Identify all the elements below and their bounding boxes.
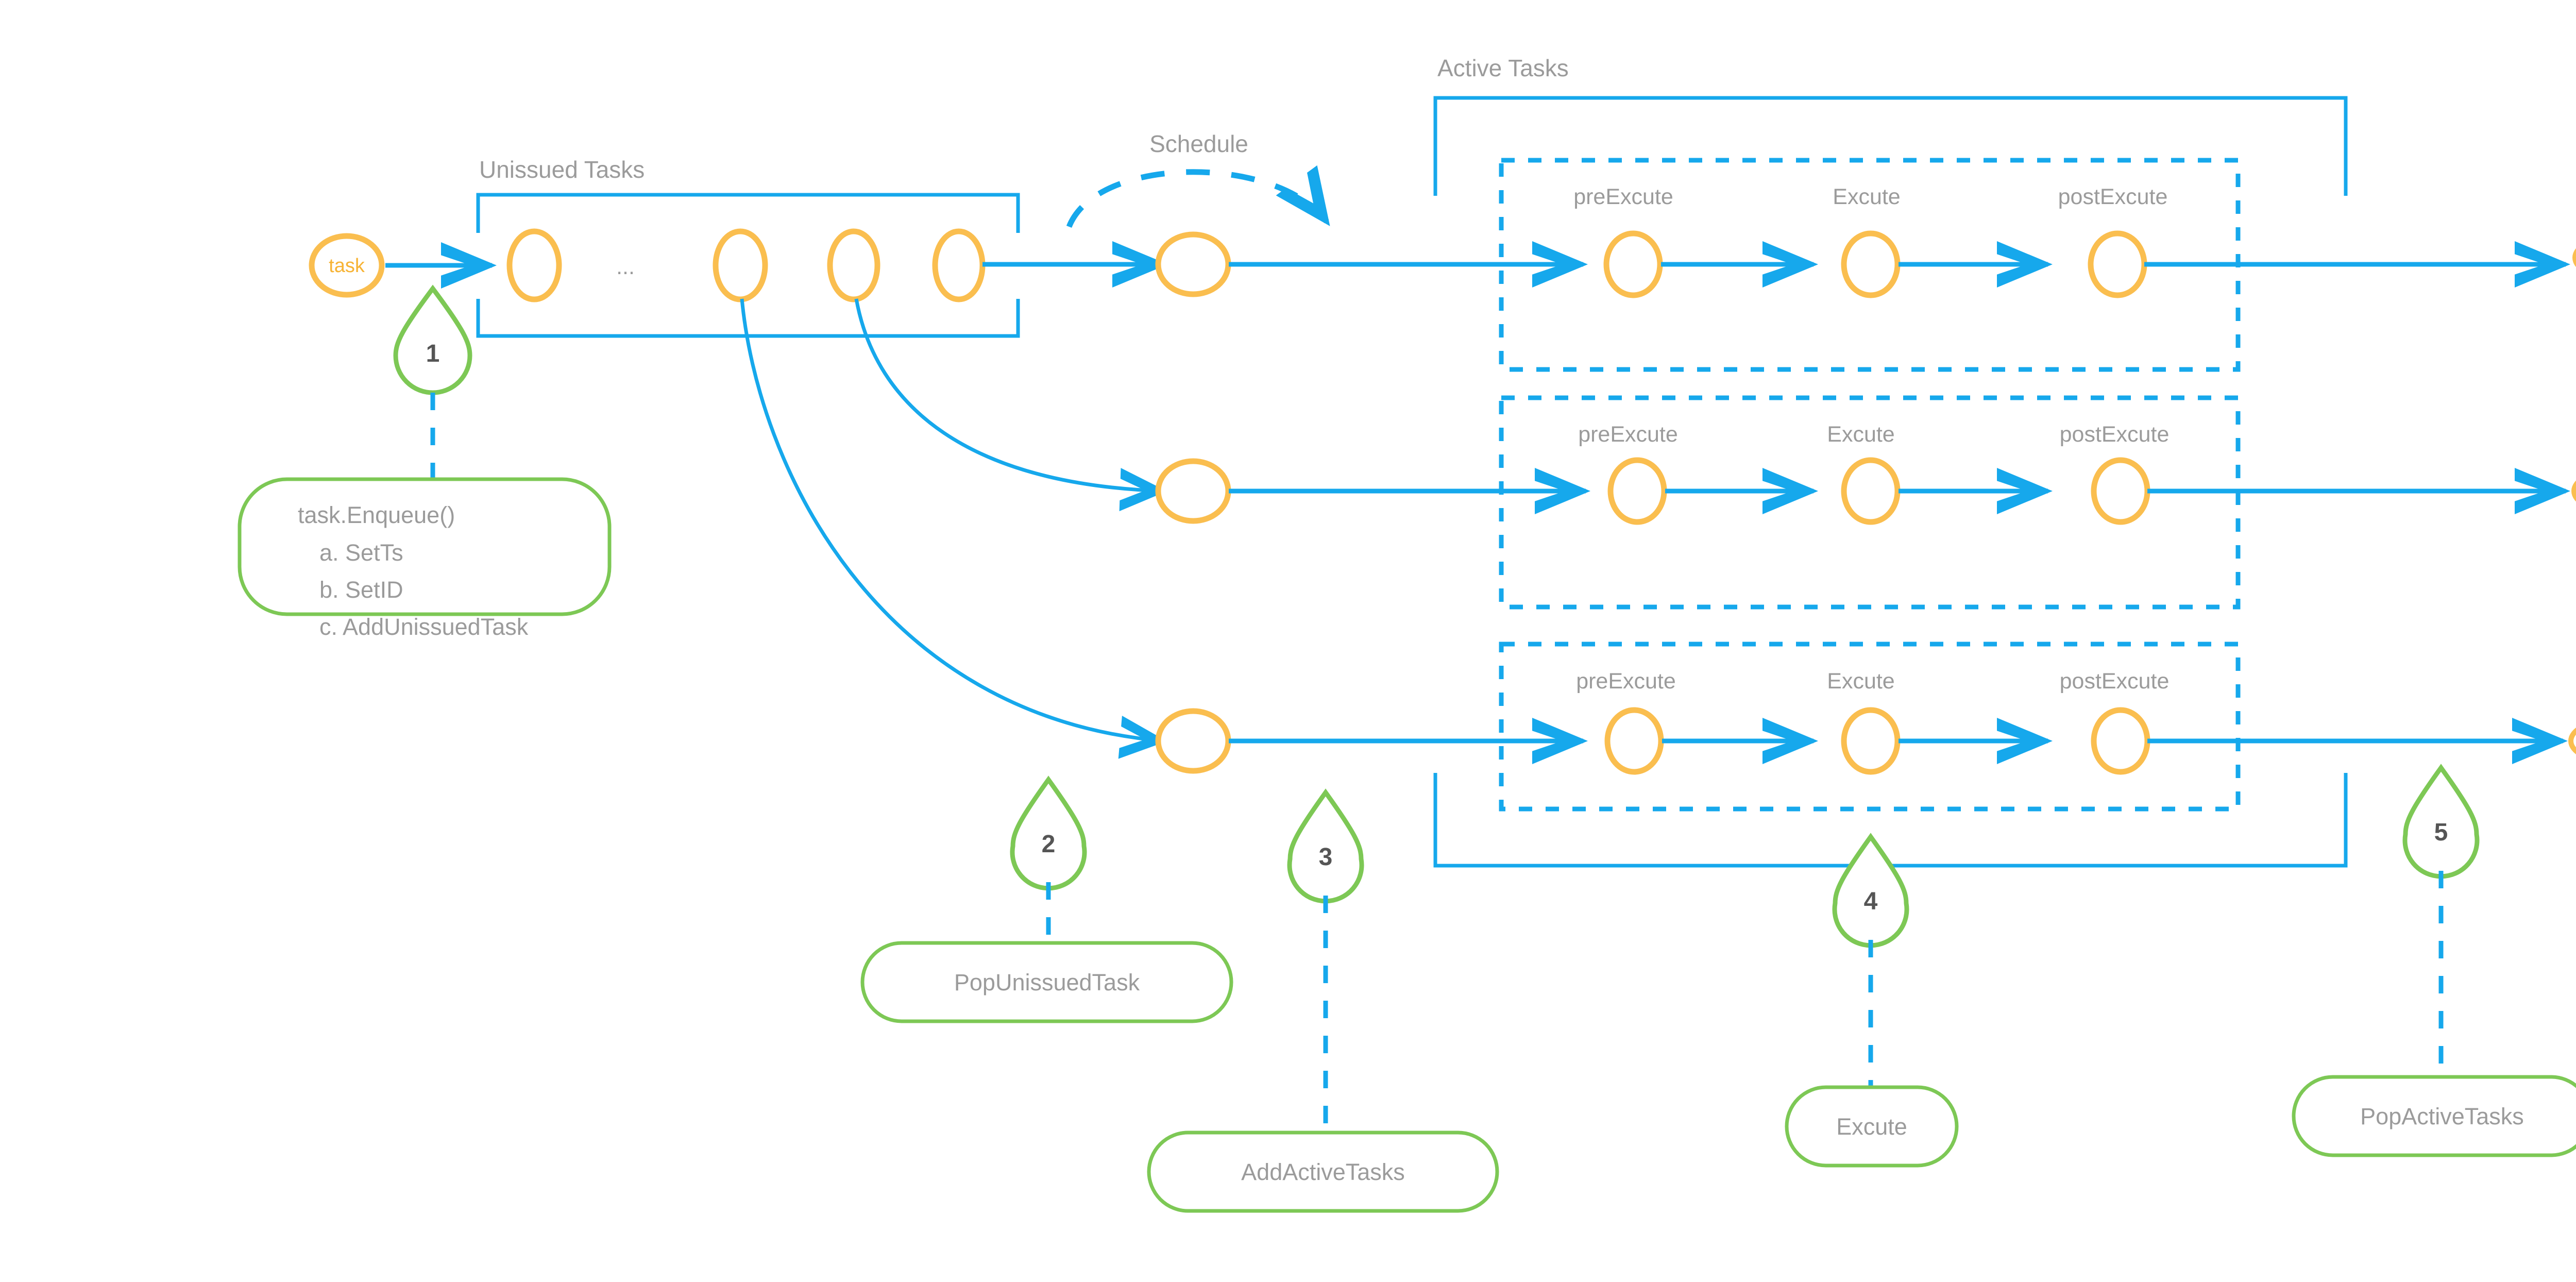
row2-stage-label-exc: Excute <box>1827 422 1894 447</box>
queue-node-3[interactable] <box>827 228 880 302</box>
callout-pop-active-box[interactable] <box>2292 1075 2576 1157</box>
row2-terminal-node[interactable] <box>2571 470 2576 512</box>
callout-add-active-title: AddActiveTasks <box>1241 1159 1405 1185</box>
callout-enqueue-item-1: b. SetID <box>319 577 403 603</box>
queue-node-2[interactable] <box>713 228 768 302</box>
schedule-arc-arrow <box>1066 165 1330 228</box>
callout-excute-title: Excute <box>1836 1114 1907 1140</box>
marker-3[interactable]: 3 <box>1287 788 1364 1133</box>
row1-stage-label-exc: Excute <box>1833 184 1900 209</box>
callout-pop-active-title: PopActiveTasks <box>2360 1103 2524 1129</box>
marker-5[interactable]: 5 <box>2402 764 2480 1077</box>
callout-add-active-box[interactable] <box>1147 1131 1499 1213</box>
section-label-active: Active Tasks <box>1437 55 1569 81</box>
callout-pop-active[interactable]: PopActiveTasks <box>2292 1075 2576 1157</box>
row2-stage-label-post: postExcute <box>2060 422 2170 447</box>
row3-node-preexcute[interactable] <box>1604 707 1664 775</box>
edge-queue-to-row2 <box>854 298 1167 512</box>
row3-terminal-node[interactable] <box>2568 720 2576 762</box>
section-label-schedule: Schedule <box>1149 130 1248 157</box>
row3-stage-box <box>1499 642 2241 812</box>
row2-node-excute[interactable] <box>1841 457 1901 525</box>
callout-enqueue-title: task.Enqueue() <box>298 502 455 528</box>
callout-pop-unissued[interactable]: PopUnissuedTask <box>860 941 1233 1023</box>
callout-enqueue-box[interactable] <box>238 477 612 616</box>
marker-2-number: 2 <box>1042 831 1056 858</box>
callout-add-active[interactable]: AddActiveTasks <box>1147 1131 1499 1213</box>
queue-node-4[interactable] <box>932 228 986 302</box>
row1-stage-label-pre: preExcute <box>1573 184 1673 209</box>
marker-5-number: 5 <box>2434 819 2448 846</box>
marker-1-number: 1 <box>426 340 440 367</box>
row2-node-preexcute[interactable] <box>1607 457 1667 525</box>
row3-node-excute[interactable] <box>1841 707 1901 775</box>
marker-3-number: 3 <box>1319 844 1333 871</box>
row2-stage-box <box>1499 395 2241 610</box>
row1-node-excute[interactable] <box>1841 230 1901 298</box>
row2-node-postexcute[interactable] <box>2091 457 2150 525</box>
pipeline-row-2: preExcute Excute postExcute <box>1155 395 2576 610</box>
row3-node-postexcute[interactable] <box>2091 707 2150 775</box>
bracket-unissued-top <box>476 193 1020 233</box>
edge-queue-to-row3 <box>740 298 1167 759</box>
queue-ellipsis: ... <box>616 255 635 279</box>
marker-2[interactable]: 2 <box>1010 775 1087 943</box>
row1-dispatch-node[interactable] <box>1155 231 1231 297</box>
callout-pop-unissued-title: PopUnissuedTask <box>954 969 1140 996</box>
queue-node-1[interactable] <box>506 228 562 302</box>
marker-1[interactable]: 1 <box>393 284 472 479</box>
row1-node-postexcute[interactable] <box>2088 230 2147 298</box>
row3-stage-label-pre: preExcute <box>1576 669 1676 694</box>
callout-excute-box[interactable] <box>1785 1085 1959 1168</box>
bracket-unissued-bottom <box>476 299 1020 338</box>
row3-stage-label-post: postExcute <box>2060 669 2170 694</box>
pipeline-row-3: preExcute Excute postExcute <box>1155 642 2576 812</box>
pipeline-row-1: preExcute Excute postExcute <box>1155 158 2576 372</box>
marker-4-number: 4 <box>1864 888 1878 915</box>
bracket-active-top <box>1433 96 2348 196</box>
row2-stage-label-pre: preExcute <box>1578 422 1678 447</box>
callout-excute[interactable]: Excute <box>1785 1085 1959 1168</box>
node-task-source[interactable] <box>309 233 385 298</box>
row1-node-preexcute[interactable] <box>1603 230 1663 298</box>
row3-dispatch-node[interactable] <box>1155 708 1231 774</box>
callout-pop-unissued-box[interactable] <box>860 941 1233 1023</box>
marker-4[interactable]: 4 <box>1832 833 1909 1087</box>
row2-dispatch-node[interactable] <box>1155 458 1231 524</box>
row3-stage-label-exc: Excute <box>1827 669 1894 694</box>
row1-stage-label-post: postExcute <box>2058 184 2168 209</box>
node-task-source-label: task <box>329 255 365 277</box>
callout-enqueue-item-2: c. AddUnissuedTask <box>319 614 529 640</box>
callout-enqueue-item-0: a. SetTs <box>319 539 403 566</box>
callout-enqueue[interactable]: task.Enqueue() a. SetTs b. SetID c. AddU… <box>238 477 612 640</box>
bracket-active-bottom <box>1433 773 2348 868</box>
section-label-unissued: Unissued Tasks <box>479 156 645 183</box>
